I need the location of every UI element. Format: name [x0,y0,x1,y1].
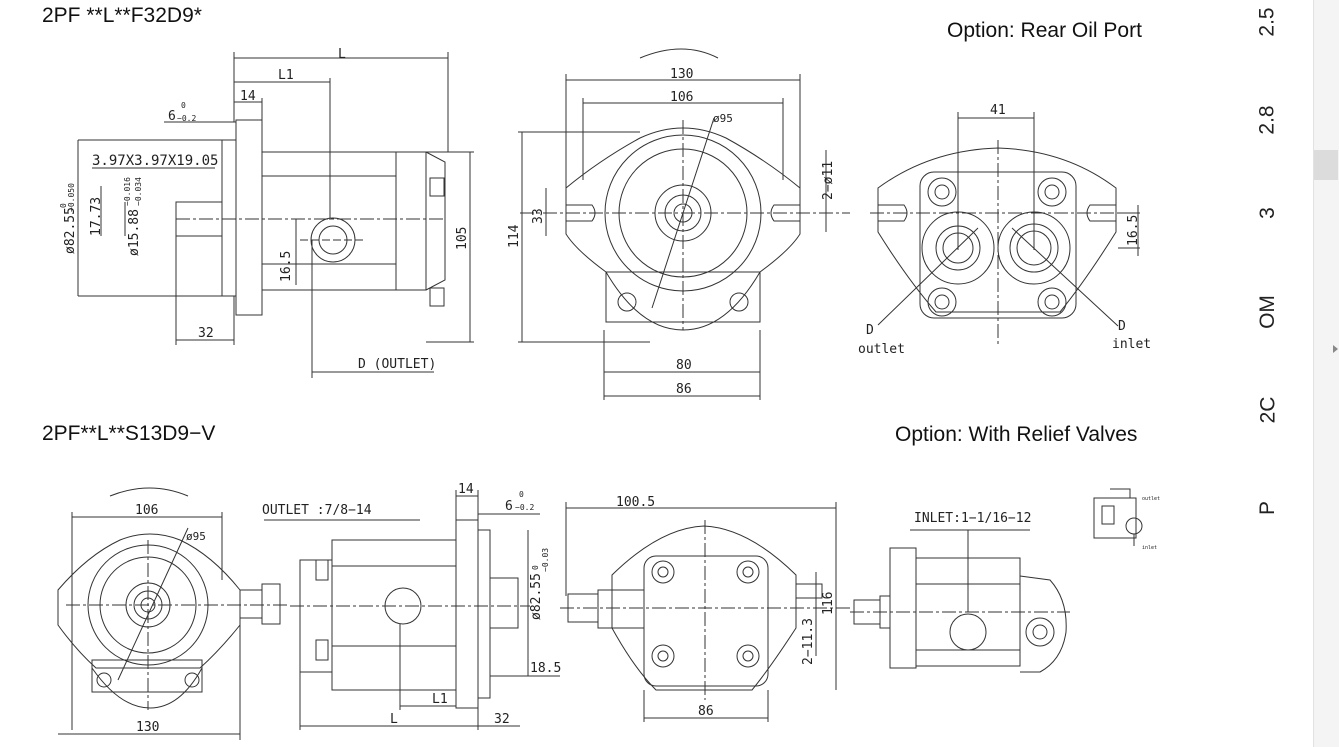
drawing-side-view-inlet: INLET:1−1/16−12 [850,511,1070,673]
option-title-rear-oil-port: Option: Rear Oil Port [947,19,1142,42]
dim-33: 33 [531,208,546,224]
dim-41: 41 [990,103,1006,118]
model-title-1: 2PF **L**F32D9* [42,4,202,27]
dim-82-55-tol-top: −0.050 [67,183,76,212]
dim-86-b: 86 [698,704,714,719]
dim-L1: L1 [278,68,294,83]
dim-80: 80 [676,358,692,373]
dim-L-b: L [390,712,398,727]
chevron-right-icon[interactable] [1333,345,1338,353]
dim-32-b: 32 [494,712,510,727]
relief-valve-circuit-symbol: outlet inlet [1093,488,1160,551]
dim-17-73: 17.73 [89,197,104,236]
dim-6-b-tol-top: 0 [519,490,524,499]
drawing-front-view-1: 130 106 ø95 114 33 2−ø11 80 86 [507,48,850,400]
dim-106: 106 [670,90,693,105]
dim-6-b-tol-bottom: −0.2 [515,503,534,512]
vertical-scrollbar[interactable] [1313,0,1339,747]
dim-14: 14 [240,89,256,104]
dim-16-5: 16.5 [279,251,294,282]
dim-15-88: ø15.88 [127,209,142,256]
dim-6-tol-top: 0 [181,101,186,110]
dim-6-tol-bottom: −0.2 [177,114,196,123]
option-title-relief-valves: Option: With Relief Valves [895,423,1138,446]
dim-82-55: ø82.55 [63,207,78,254]
dim-95: ø95 [713,112,733,125]
dim-L: L [338,47,346,62]
dim-2-11: 2−ø11 [821,161,836,200]
outlet-label-2: OUTLET :7/8−14 [262,503,372,518]
inlet-label-2: INLET:1−1/16−12 [914,511,1031,526]
circuit-outlet-label: outlet [1142,496,1160,502]
dim-82-55-b-tol2: 0 [531,565,540,570]
technical-drawings: L L1 14 6 0 −0.2 3.97X3.97X19.05 17.73 ø… [57,47,1160,740]
dim-18-5: 18.5 [530,661,561,676]
dim-82-55-b-tol: −0.03 [541,548,550,572]
dim-82-55-tol-bottom: 0 [59,203,68,208]
inlet-D-label: D [1118,319,1126,334]
scrollbar-thumb[interactable] [1314,150,1338,180]
dim-16-5-rear: 16.5 [1126,215,1141,246]
dim-106-b: 106 [135,503,158,518]
drawing-rear-port-view: 41 16.5 D outlet D inlet [858,103,1151,357]
dim-32: 32 [198,326,214,341]
dim-116: 116 [821,592,836,615]
drawing-side-view-2: OUTLET :7/8−14 14 6 0 −0.2 ø82.55 −0.03 … [262,482,561,730]
dim-82-55-b: ø82.55 [529,573,544,620]
dim-15-88-tol-bottom: −0.034 [134,177,143,206]
circuit-inlet-label: inlet [1142,545,1157,551]
dim-6: 6 [168,109,176,124]
dim-114: 114 [507,224,522,248]
dim-spline: 3.97X3.97X19.05 [92,153,218,169]
dim-95-b: ø95 [186,530,206,543]
dim-2-11-3: 2−11.3 [801,618,816,665]
dim-6-b: 6 [505,499,513,514]
dim-105: 105 [455,227,470,250]
dim-15-88-tol-top: −0.016 [123,177,132,206]
dim-130-b: 130 [136,720,159,735]
drawing-rear-view-relief: 100.5 116 2−11.3 86 [560,495,850,722]
outlet-label-rear: outlet [858,342,905,357]
dim-86: 86 [676,382,692,397]
drawing-front-view-2: 106 ø95 130 [57,487,290,740]
dim-130: 130 [670,67,693,82]
drawing-side-view-1: L L1 14 6 0 −0.2 3.97X3.97X19.05 17.73 ø… [59,47,474,378]
outlet-D-label: D [866,323,874,338]
dim-L1-b: L1 [432,692,448,707]
outlet-label: D (OUTLET) [358,357,436,372]
inlet-label-rear: inlet [1112,337,1151,352]
dim-14-b: 14 [458,482,474,497]
model-title-2: 2PF**L**S13D9−V [42,422,216,445]
dim-100-5: 100.5 [616,495,655,510]
